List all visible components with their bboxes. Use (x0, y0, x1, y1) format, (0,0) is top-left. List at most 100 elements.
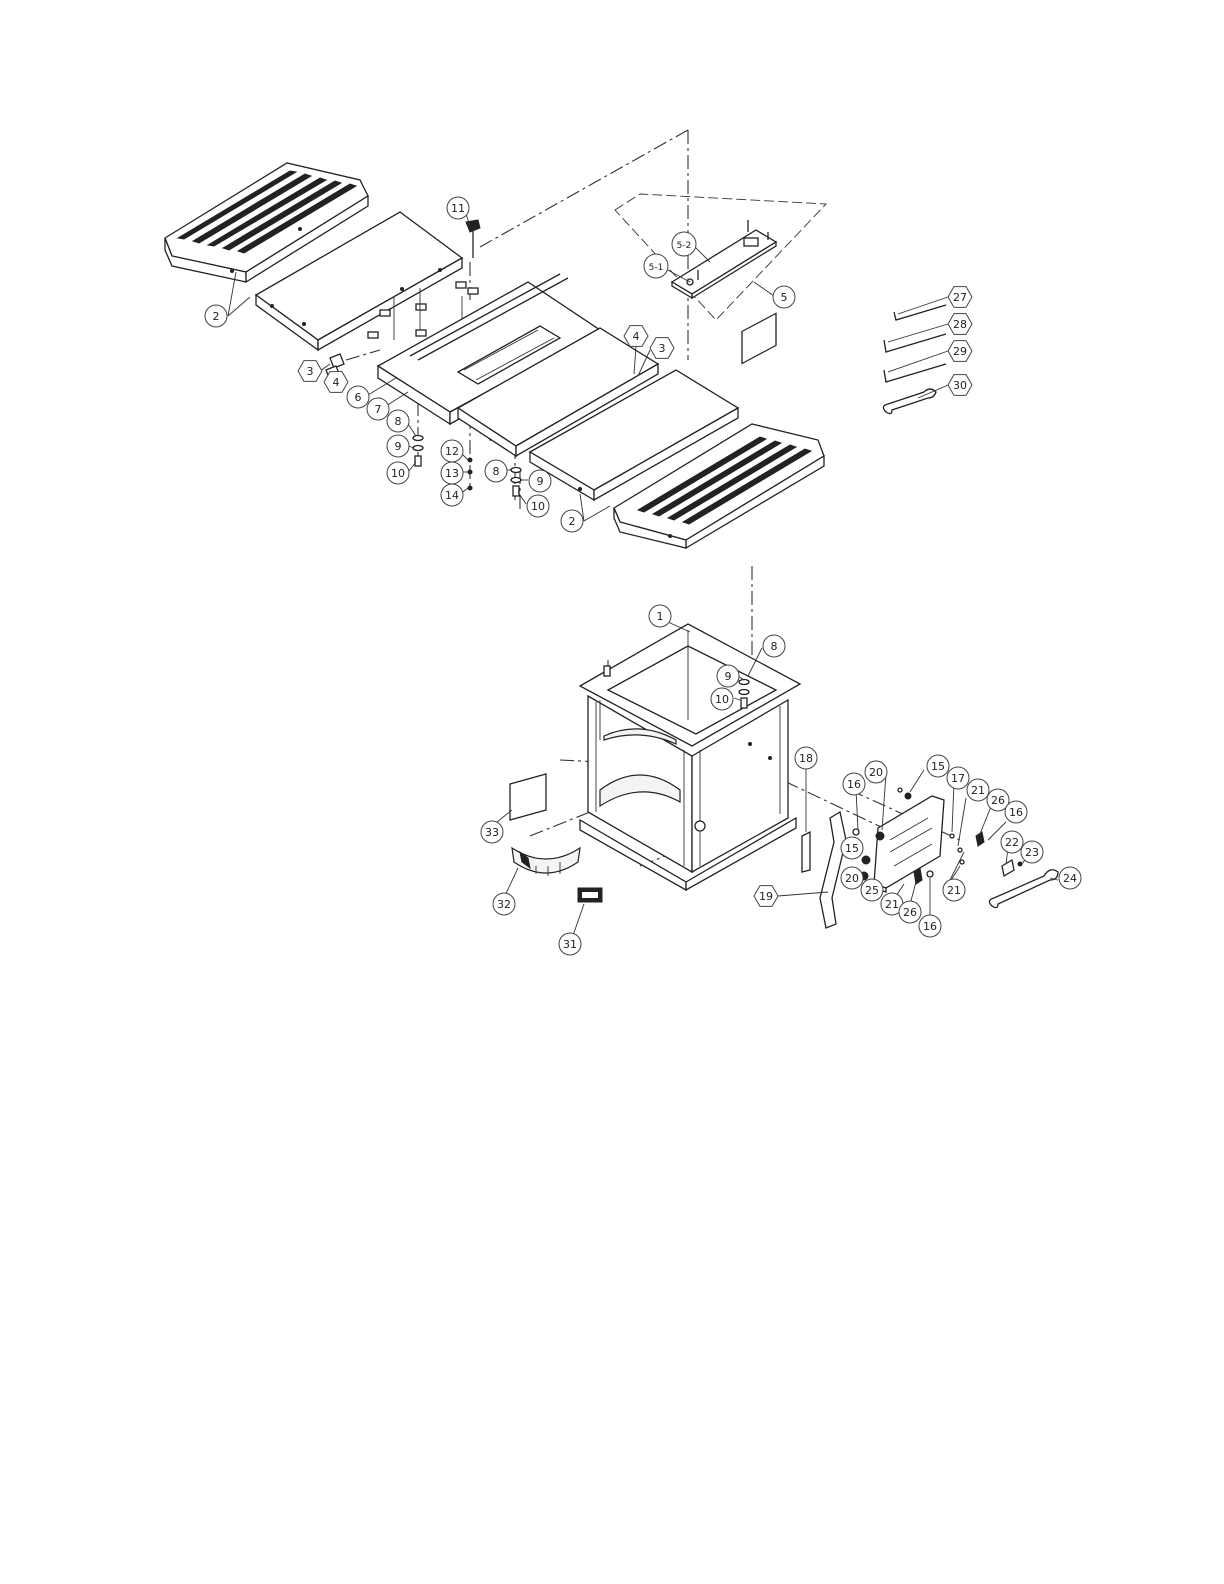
callout-label: 21 (885, 898, 899, 911)
callout-label: 5 (781, 291, 788, 304)
callout-23: 23 (1021, 841, 1043, 863)
callout-2: 2 (205, 305, 227, 327)
callout-3: 3 (650, 338, 674, 359)
callout-9: 9 (387, 435, 409, 457)
callout-5: 5 (773, 286, 795, 308)
callout-2: 2 (561, 510, 583, 532)
callout-label: 9 (537, 475, 544, 488)
callout-label: 8 (771, 640, 778, 653)
callout-10: 10 (711, 688, 733, 710)
callout-16: 16 (843, 773, 865, 795)
callout-label: 10 (715, 693, 729, 706)
callout-label: 16 (847, 778, 861, 791)
callout-label: 5-1 (649, 263, 664, 273)
callout-11: 11 (447, 197, 469, 219)
callout-32: 32 (493, 893, 515, 915)
callout-label: 11 (451, 202, 465, 215)
callout-label: 10 (531, 500, 545, 513)
bracket-18 (802, 832, 810, 872)
callout-9: 9 (529, 470, 551, 492)
callout-5-1: 5-1 (644, 254, 668, 278)
callout-label: 3 (659, 342, 666, 355)
callout-22: 22 (1001, 831, 1023, 853)
callout-label: 6 (355, 391, 362, 404)
callout-7: 7 (367, 398, 389, 420)
callout-label: 18 (799, 752, 813, 765)
callout-19: 19 (754, 886, 778, 907)
callout-label: 1 (657, 610, 664, 623)
callout-29: 29 (948, 341, 972, 362)
callout-label: 5-2 (677, 241, 692, 251)
callout-18: 18 (795, 747, 817, 769)
callout-label: 21 (971, 784, 985, 797)
callout-label: 31 (563, 938, 577, 951)
callout-1: 1 (649, 605, 671, 627)
callout-6: 6 (347, 386, 369, 408)
callout-label: 20 (845, 872, 859, 885)
callout-label: 3 (307, 365, 314, 378)
callout-24: 24 (1059, 867, 1081, 889)
callout-label: 15 (845, 842, 859, 855)
bevel-scale-32 (512, 848, 580, 876)
callout-8: 8 (763, 635, 785, 657)
callout-15: 15 (927, 755, 949, 777)
callout-label: 23 (1025, 846, 1039, 859)
callout-label: 25 (865, 884, 879, 897)
callout-label: 29 (953, 345, 967, 358)
callout-30: 30 (948, 375, 972, 396)
callout-label: 27 (953, 291, 967, 304)
callout-4: 4 (624, 326, 648, 347)
callout-label: 28 (953, 318, 967, 331)
lock-knob (466, 220, 480, 258)
callout-label: 9 (725, 670, 732, 683)
callout-31: 31 (559, 933, 581, 955)
callout-label: 7 (375, 403, 382, 416)
clip-22 (1002, 860, 1022, 876)
wrench-24 (989, 870, 1058, 908)
callout-8: 8 (485, 460, 507, 482)
callout-label: 16 (923, 920, 937, 933)
callout-3: 3 (298, 361, 322, 382)
callout-27: 27 (948, 287, 972, 308)
callout-25: 25 (861, 879, 883, 901)
callout-8: 8 (387, 410, 409, 432)
callout-label: 4 (333, 376, 340, 389)
callout-13: 13 (441, 462, 463, 484)
label-plate-31 (578, 888, 602, 902)
callout-28: 28 (948, 314, 972, 335)
callout-20: 20 (865, 761, 887, 783)
callout-label: 14 (445, 489, 459, 502)
callout-label: 16 (1009, 806, 1023, 819)
callout-label: 9 (395, 440, 402, 453)
callout-9: 9 (717, 665, 739, 687)
callout-26: 26 (899, 901, 921, 923)
motor-mount-plate (853, 788, 984, 892)
callout-label: 2 (569, 515, 576, 528)
callout-label: 4 (633, 330, 640, 343)
handle-arm-19 (820, 812, 846, 928)
callout-label: 2 (213, 310, 220, 323)
callout-label: 24 (1063, 872, 1077, 885)
callout-15: 15 (841, 837, 863, 859)
callout-16: 16 (1005, 801, 1027, 823)
callout-label: 13 (445, 467, 459, 480)
callout-label: 21 (947, 884, 961, 897)
callout-label: 8 (493, 465, 500, 478)
callout-label: 10 (391, 467, 405, 480)
callout-33: 33 (481, 821, 503, 843)
callout-14: 14 (441, 484, 463, 506)
callout-label: 26 (991, 794, 1005, 807)
callout-label: 33 (485, 826, 499, 839)
callout-16: 16 (919, 915, 941, 937)
callout-label: 12 (445, 445, 459, 458)
callout-label: 32 (497, 898, 511, 911)
callout-label: 15 (931, 760, 945, 773)
callout-17: 17 (947, 767, 969, 789)
callout-label: 8 (395, 415, 402, 428)
warning-label-33 (510, 774, 546, 820)
callout-21: 21 (943, 879, 965, 901)
callout-label: 20 (869, 766, 883, 779)
callout-label: 17 (951, 772, 965, 785)
callout-label: 19 (759, 890, 773, 903)
